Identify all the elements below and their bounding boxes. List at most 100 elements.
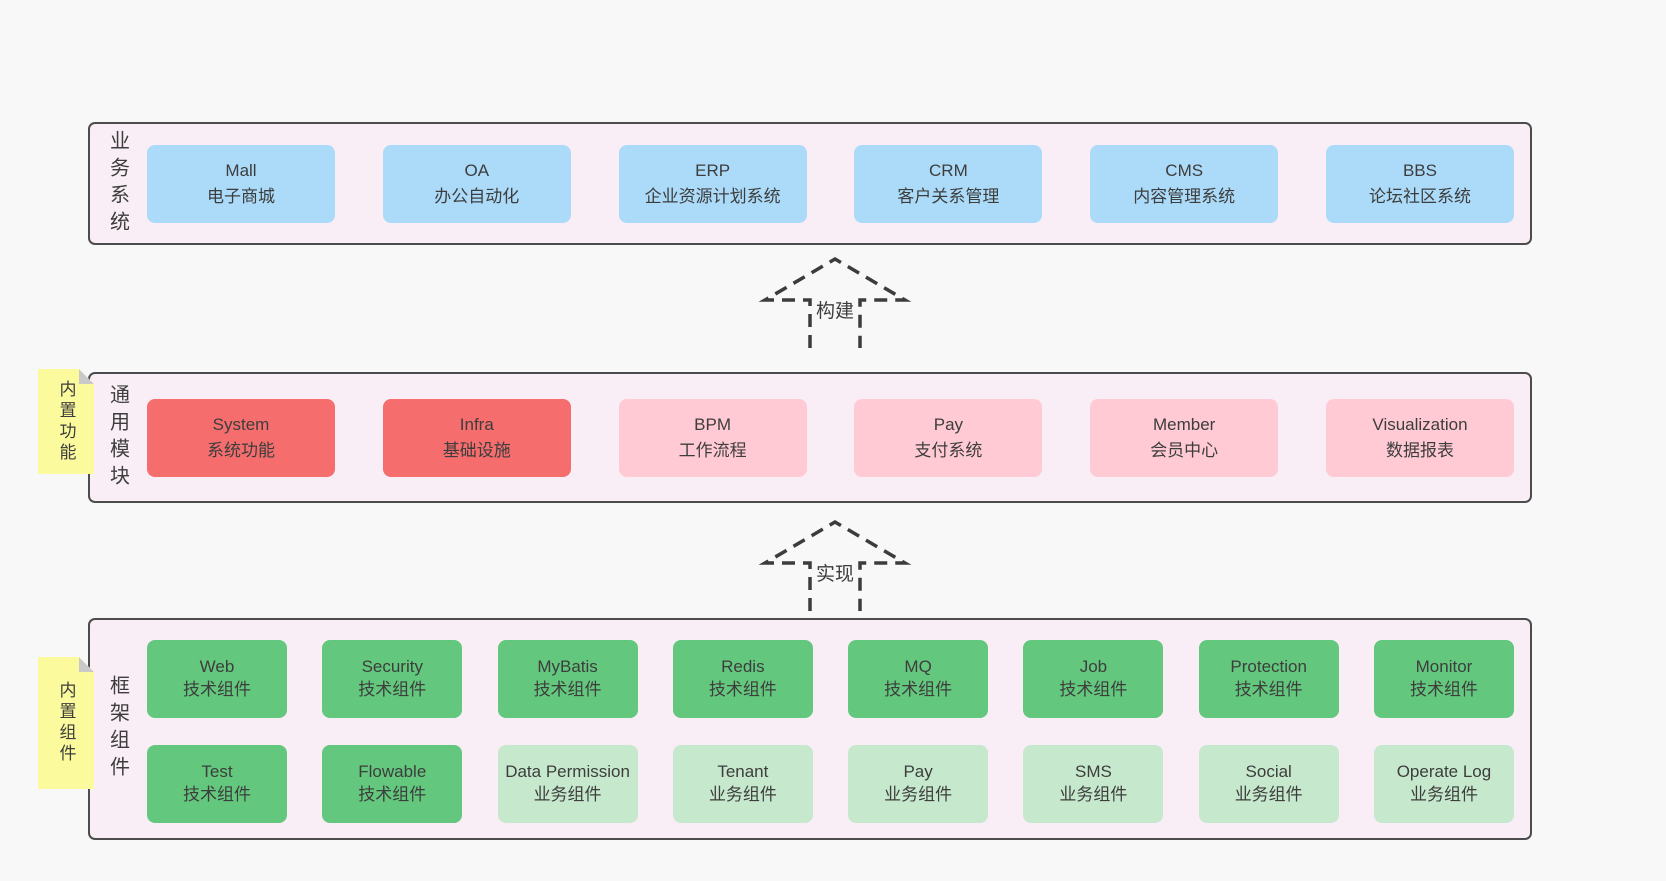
box-title: MQ: [904, 657, 932, 677]
common-modules-row: System 系统功能 Infra 基础设施 BPM 工作流程 Pay 支付系统…: [147, 398, 1514, 477]
box-title: Redis: [721, 657, 765, 677]
box-title: CRM: [929, 161, 968, 180]
box-mq: MQ 技术组件: [848, 640, 989, 718]
dashed-up-arrow-icon: [758, 256, 912, 348]
sticky-note-built-in-components: 内置组件: [38, 657, 94, 789]
box-mybatis: MyBatis 技术组件: [497, 640, 638, 718]
box-subtitle: 技术组件: [183, 680, 251, 699]
arrow-build-label: 构建: [812, 296, 858, 323]
box-subtitle: 论坛社区系统: [1368, 186, 1471, 206]
common-modules-section: 通用模块 System 系统功能 Infra 基础设施 BPM 工作流程 Pay…: [88, 372, 1532, 503]
box-title: Visualization: [1372, 415, 1468, 434]
framework-components-section: 框架组件 Web 技术组件 Security 技术组件 MyBatis 技术组件…: [88, 618, 1532, 840]
box-title: Protection: [1230, 657, 1307, 677]
box-title: Pay: [903, 762, 933, 782]
box-title: Infra: [459, 415, 494, 434]
box-subtitle: 电子商城: [207, 186, 275, 206]
box-title: Tenant: [717, 762, 769, 782]
box-title: CMS: [1165, 161, 1204, 180]
box-subtitle: 支付系统: [914, 440, 983, 460]
box-erp: ERP 企业资源计划系统: [618, 144, 807, 223]
box-title: BBS: [1402, 161, 1437, 180]
box-subtitle: 业务组件: [1059, 785, 1128, 804]
box-subtitle: 工作流程: [678, 440, 747, 460]
box-subtitle: 技术组件: [1409, 680, 1478, 699]
box-subtitle: 业务组件: [1234, 785, 1303, 804]
box-title: Monitor: [1415, 657, 1473, 677]
box-title: Job: [1079, 657, 1108, 677]
box-subtitle: 技术组件: [1234, 680, 1303, 699]
box-bbs: BBS 论坛社区系统: [1325, 144, 1514, 223]
box-subtitle: 技术组件: [183, 785, 251, 804]
framework-components-row-2: Test 技术组件 Flowable 技术组件 Data Permission …: [147, 745, 1514, 823]
box-flowable: Flowable 技术组件: [322, 745, 463, 823]
common-modules-label-text: 通用模块: [106, 383, 129, 492]
box-title: BPM: [694, 415, 732, 434]
box-title: Security: [361, 657, 423, 677]
sticky-note-text: 内置组件: [56, 681, 76, 765]
box-subtitle: 业务组件: [708, 785, 777, 804]
arrow-build: 构建: [758, 256, 912, 348]
box-subtitle: 客户关系管理: [897, 186, 1000, 206]
box-title: Data Permission: [505, 762, 630, 782]
box-data-permission: Data Permission 业务组件: [497, 745, 638, 823]
box-operate-log: Operate Log 业务组件: [1373, 745, 1514, 823]
box-subtitle: 企业资源计划系统: [644, 186, 781, 206]
box-test: Test 技术组件: [147, 745, 287, 823]
box-system: System 系统功能: [147, 398, 335, 477]
box-subtitle: 数据报表: [1385, 440, 1454, 460]
box-title: MyBatis: [537, 657, 598, 677]
framework-components-row-1: Web 技术组件 Security 技术组件 MyBatis 技术组件 Redi…: [147, 640, 1514, 718]
business-systems-label-text: 业务系统: [106, 129, 129, 238]
box-infra: Infra 基础设施: [382, 398, 571, 477]
box-subtitle: 内容管理系统: [1133, 186, 1236, 206]
box-pay-biz: Pay 业务组件: [848, 745, 989, 823]
box-title: Mall: [225, 161, 257, 180]
box-title: Social: [1245, 762, 1292, 782]
box-title: Test: [201, 762, 233, 782]
box-title: OA: [464, 161, 490, 180]
box-subtitle: 系统功能: [207, 440, 275, 460]
box-oa: OA 办公自动化: [382, 144, 571, 223]
sticky-note-text: 内置功能: [56, 379, 76, 464]
box-subtitle: 技术组件: [1059, 680, 1128, 699]
box-title: Web: [199, 657, 235, 677]
box-title: Member: [1153, 415, 1216, 434]
common-modules-label: 通用模块: [90, 374, 146, 501]
framework-components-label-text: 框架组件: [106, 675, 129, 783]
framework-components-label: 框架组件: [90, 620, 146, 838]
box-security: Security 技术组件: [322, 640, 463, 718]
box-title: System: [212, 415, 270, 434]
box-subtitle: 技术组件: [884, 680, 953, 699]
dashed-up-arrow-icon: [758, 519, 912, 611]
box-job: Job 技术组件: [1023, 640, 1164, 718]
box-title: ERP: [695, 161, 731, 180]
arrow-implement-label: 实现: [812, 559, 858, 586]
box-subtitle: 技术组件: [708, 680, 777, 699]
box-subtitle: 基础设施: [442, 440, 511, 460]
box-mall: Mall 电子商城: [147, 144, 335, 223]
box-subtitle: 业务组件: [884, 785, 953, 804]
box-crm: CRM 客户关系管理: [854, 144, 1043, 223]
box-title: Operate Log: [1396, 762, 1492, 782]
box-title: Flowable: [358, 762, 427, 782]
box-tenant: Tenant 业务组件: [672, 745, 813, 823]
business-systems-label: 业务系统: [90, 124, 146, 243]
box-visualization: Visualization 数据报表: [1325, 398, 1514, 477]
box-subtitle: 技术组件: [358, 680, 427, 699]
sticky-note-built-in-features: 内置功能: [38, 369, 94, 474]
box-subtitle: 业务组件: [533, 785, 602, 804]
box-bpm: BPM 工作流程: [618, 398, 807, 477]
box-subtitle: 业务组件: [1409, 785, 1478, 804]
box-member: Member 会员中心: [1090, 398, 1279, 477]
box-sms: SMS 业务组件: [1023, 745, 1164, 823]
box-cms: CMS 内容管理系统: [1090, 144, 1279, 223]
box-monitor: Monitor 技术组件: [1373, 640, 1514, 718]
box-pay: Pay 支付系统: [854, 398, 1043, 477]
box-title: SMS: [1074, 762, 1112, 782]
box-social: Social 业务组件: [1198, 745, 1339, 823]
box-protection: Protection 技术组件: [1198, 640, 1339, 718]
arrow-implement: 实现: [758, 519, 912, 611]
box-subtitle: 技术组件: [533, 680, 602, 699]
business-systems-row: Mall 电子商城 OA 办公自动化 ERP 企业资源计划系统 CRM 客户关系…: [147, 144, 1514, 223]
